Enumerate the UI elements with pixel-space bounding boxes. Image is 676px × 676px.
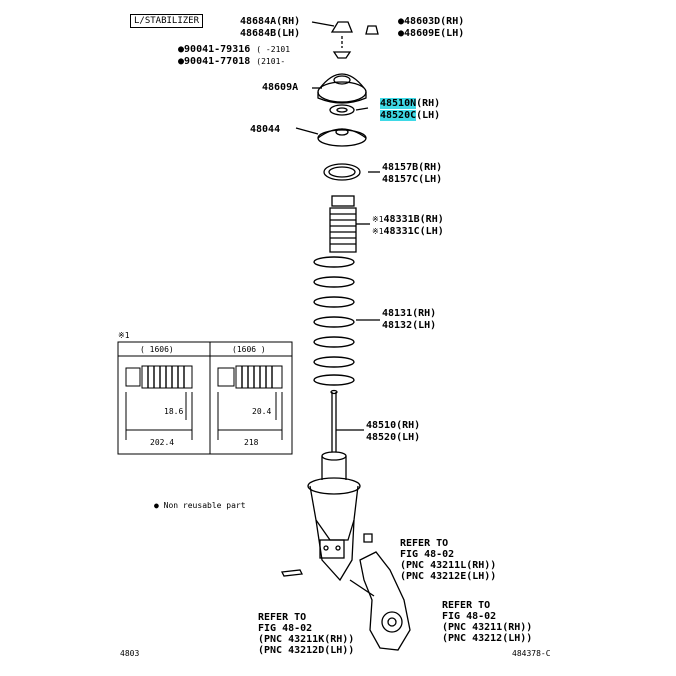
label-48520: 48520(LH): [366, 432, 421, 443]
inset-bumper-right: [217, 365, 283, 440]
non-reusable-dot: ●: [178, 56, 185, 67]
label-48684b: 48684B(LH): [240, 28, 301, 39]
strut-body: [307, 451, 361, 582]
inset-left-range: ( 1606): [140, 345, 174, 354]
non-reusable-dot: ●: [398, 28, 405, 39]
footer-left-code: 4803: [120, 649, 140, 658]
inset-bumper-left: [125, 365, 193, 440]
label-48609a: 48609A: [262, 82, 299, 93]
non-reusable-dot: ●: [398, 16, 405, 27]
inset-right-dim-large: 218: [244, 438, 259, 447]
inset-right-range: (1606 ): [232, 345, 266, 354]
section-tag: L/STABILIZER: [130, 14, 204, 28]
label-48131: 48131(RH): [382, 308, 437, 319]
top-nut: [365, 25, 379, 35]
label-bolt-2: ●90041-77018 (2101-: [178, 56, 286, 67]
inset-mark: ※1: [118, 331, 130, 340]
non-reusable-dot: ●: [178, 44, 185, 55]
inset-right-dim-small: 20.4: [252, 407, 272, 416]
bump-stopper: [329, 195, 357, 253]
steering-knuckle: [349, 551, 411, 651]
label-48132: 48132(LH): [382, 320, 437, 331]
label-48684a: 48684A(RH): [240, 16, 301, 27]
spring-seat: [329, 104, 355, 116]
inset-left-dim-small: 18.6: [164, 407, 184, 416]
label-48510n: 48510N(RH): [380, 98, 441, 109]
label-48157c: 48157C(LH): [382, 174, 443, 185]
legend-non-reusable: ● Non reusable part: [154, 501, 246, 510]
label-48331b: ※148331B(RH): [372, 214, 444, 225]
label-48331c: ※148331C(LH): [372, 226, 444, 237]
coil-spring: [313, 256, 355, 386]
label-bolt-1: ●90041-79316 ( -2101: [178, 44, 291, 55]
inset-left-dim-large: 202.4: [150, 438, 175, 447]
non-reusable-dot: ●: [154, 501, 159, 510]
bearing: [317, 128, 367, 147]
label-48603d: ●48603D(RH): [398, 16, 465, 27]
upper-mount: [317, 73, 367, 104]
washer-top: [332, 51, 352, 59]
label-48520c: 48520C(LH): [380, 110, 441, 121]
label-48609e: ●48609E(LH): [398, 28, 465, 39]
lower-bolt: [281, 569, 303, 577]
label-48157b: 48157B(RH): [382, 162, 443, 173]
footer-diagram-id: 484378-C: [512, 649, 551, 658]
insulator: [323, 163, 361, 181]
label-48044: 48044: [250, 124, 281, 135]
top-cap: [330, 21, 353, 33]
strut-rod: [330, 389, 338, 452]
label-48510: 48510(RH): [366, 420, 421, 431]
